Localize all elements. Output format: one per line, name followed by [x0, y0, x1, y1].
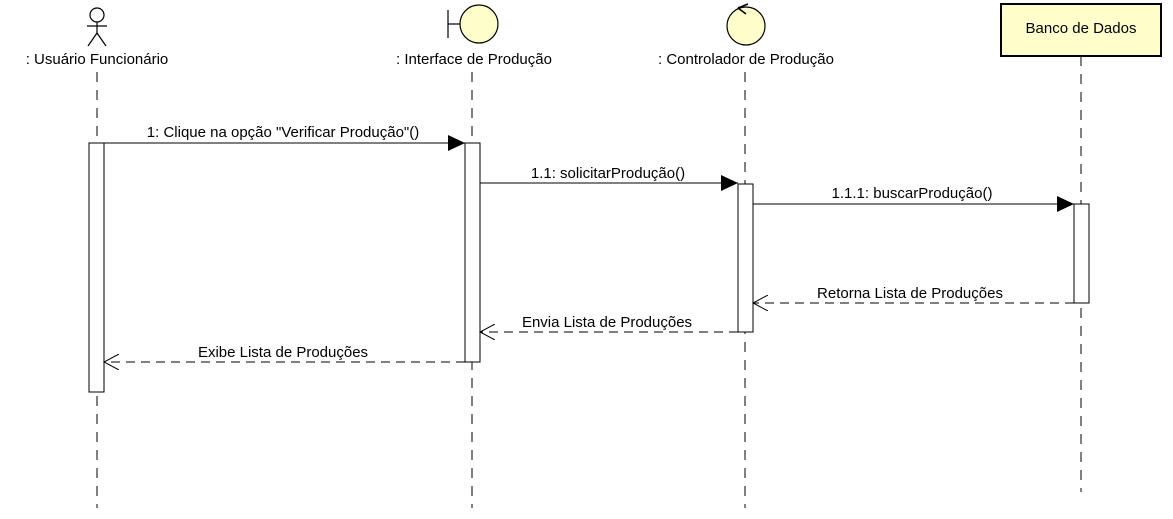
boundary-icon	[447, 4, 499, 44]
message-1-label: 1: Clique na opção "Verificar Produção"(…	[147, 124, 419, 141]
activation-ui	[464, 142, 481, 363]
message-3-label: 1.1.1: buscarProdução()	[832, 185, 993, 202]
actor-icon	[87, 7, 107, 47]
participant-user-label: : Usuário Funcionário	[26, 51, 169, 68]
message-6-label: Exibe Lista de Produções	[198, 344, 368, 361]
activation-db	[1073, 203, 1090, 304]
activation-user	[88, 142, 105, 393]
activation-ctrl	[737, 183, 754, 333]
message-4-label: Retorna Lista de Produções	[817, 285, 1003, 302]
participant-ui-label: : Interface de Produção	[396, 51, 552, 68]
participant-db-label: Banco de Dados	[1026, 20, 1137, 37]
control-icon	[726, 3, 766, 46]
participant-ctrl-label: : Controlador de Produção	[658, 51, 834, 68]
message-2-label: 1.1: solicitarProdução()	[531, 165, 685, 182]
message-5-label: Envia Lista de Produções	[522, 314, 692, 331]
participant-db-box	[1000, 3, 1162, 57]
